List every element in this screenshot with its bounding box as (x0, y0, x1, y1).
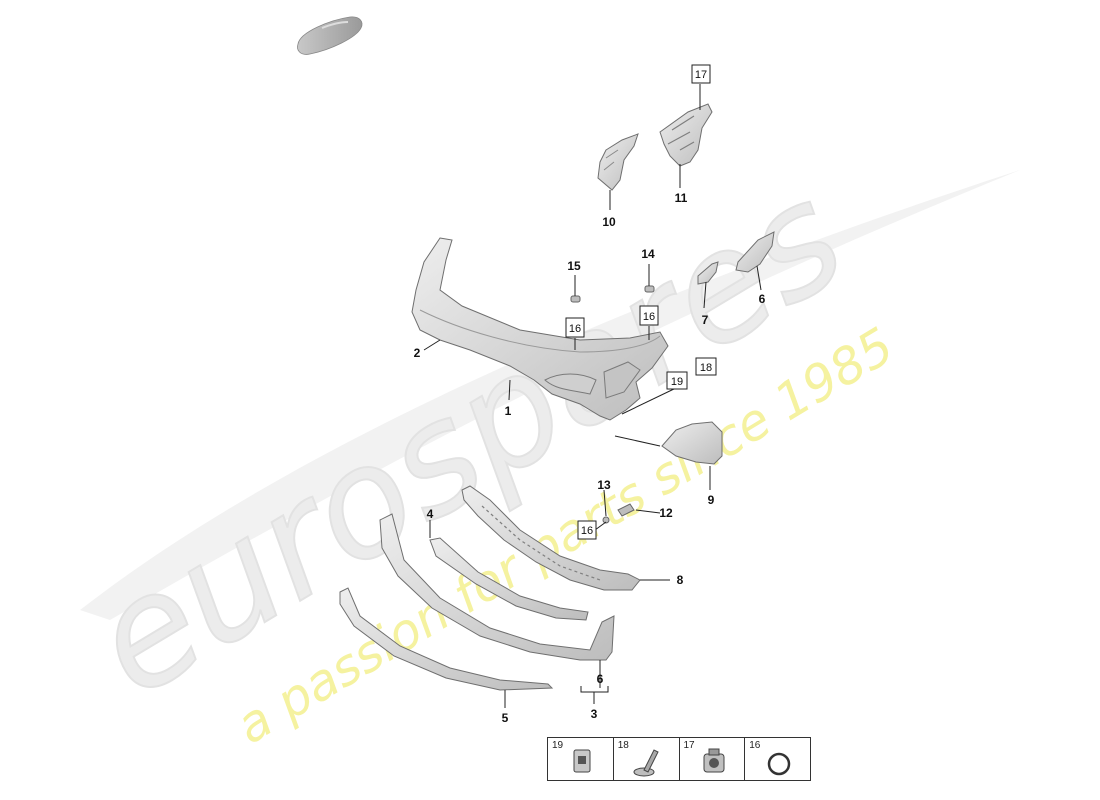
callout-4: 4 (427, 507, 434, 521)
part-6-bracket-upper (735, 231, 775, 273)
leader-lines (423, 84, 762, 708)
hardware-legend: 19 18 17 16 (547, 737, 811, 781)
part-9-grille-insert (661, 421, 723, 465)
part-1-bumper-cover (411, 237, 669, 421)
part-8-grille-frame (461, 485, 641, 591)
legend-number: 16 (749, 740, 761, 751)
clip-12-icon (617, 503, 635, 517)
legend-item-16: 16 (745, 738, 810, 780)
legend-number: 17 (683, 740, 695, 751)
clip-14-icon (644, 285, 655, 293)
svg-text:19: 19 (671, 376, 683, 388)
part-4-trim-strip (429, 537, 589, 621)
box-callout-16a: 16 (565, 317, 585, 338)
box-callout-17: 17 (691, 64, 711, 84)
part-5-lip-strip (339, 587, 554, 691)
callout-6-lower: 6 (597, 672, 604, 686)
spring-nut-icon (703, 748, 724, 773)
part-number-callouts: 10 11 14 15 6 7 2 1 9 13 12 4 8 6 3 5 (414, 191, 766, 725)
callout-3: 3 (591, 707, 598, 721)
box-callout-18: 18 (695, 357, 717, 376)
box-callout-16b: 16 (639, 305, 659, 326)
part-11-bracket (659, 103, 713, 167)
legend-number: 19 (552, 740, 564, 751)
callout-11: 11 (675, 191, 688, 205)
clip-nut-icon (573, 749, 591, 773)
watermark-swoosh (80, 170, 1020, 620)
callout-9: 9 (708, 493, 715, 507)
clip-13-icon (602, 516, 610, 524)
callout-10: 10 (602, 215, 616, 229)
legend-item-19: 19 (548, 738, 614, 780)
callout-5: 5 (502, 711, 509, 725)
callout-15: 15 (567, 259, 581, 273)
callout-7: 7 (702, 313, 709, 327)
svg-text:17: 17 (695, 69, 707, 81)
clip-15-icon (570, 295, 581, 303)
screw-icon (633, 749, 659, 777)
callout-1: 1 (505, 404, 512, 418)
legend-item-18: 18 (614, 738, 680, 780)
legend-item-17: 17 (680, 738, 746, 780)
svg-text:16: 16 (569, 323, 581, 335)
ring-icon (768, 752, 791, 776)
callout-12: 12 (659, 506, 673, 520)
part-3-lower-spoiler (379, 513, 615, 661)
car-thumbnail-icon (297, 16, 363, 55)
part-10-bracket (597, 133, 639, 191)
box-callout-19: 19 (666, 371, 688, 390)
callout-6-upper: 6 (759, 292, 766, 306)
callout-13: 13 (597, 478, 611, 492)
svg-text:16: 16 (643, 311, 655, 323)
box-callout-16c: 16 (577, 520, 597, 540)
callout-8: 8 (677, 573, 684, 587)
watermark: eurospares a passion for parts since 198… (63, 149, 1020, 755)
part-7-bracket (697, 261, 719, 285)
svg-text:18: 18 (700, 362, 712, 374)
legend-number: 18 (617, 740, 629, 751)
svg-text:16: 16 (581, 525, 593, 537)
callout-2: 2 (414, 346, 421, 360)
callout-14: 14 (641, 247, 655, 261)
